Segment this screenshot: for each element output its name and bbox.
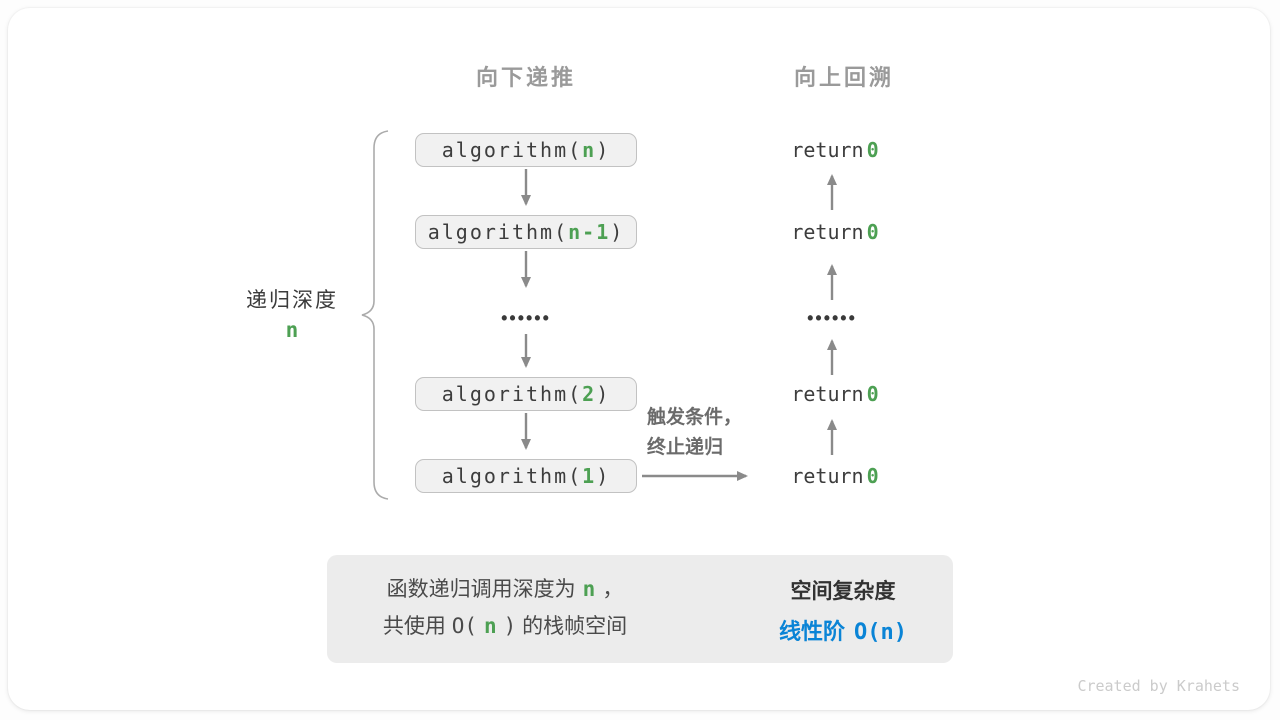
watermark-credit: Created by Krahets bbox=[1077, 677, 1240, 695]
call-arg: 2 bbox=[582, 382, 597, 406]
call-arg: n bbox=[582, 138, 597, 162]
header-recurse-down: 向下递推 bbox=[475, 65, 576, 90]
call-close: ) bbox=[596, 138, 611, 162]
call-box-n: algorithm(n) bbox=[415, 133, 637, 167]
call-text: algorithm( bbox=[441, 464, 583, 488]
big-o-open: O( bbox=[451, 614, 477, 638]
call-close: ) bbox=[596, 382, 611, 406]
complexity-big-o: O(n) bbox=[854, 620, 907, 645]
call-text: algorithm( bbox=[441, 138, 583, 162]
return-keyword: return bbox=[791, 382, 864, 406]
depth-label: 递归深度 bbox=[246, 289, 338, 312]
summary-text: 共使用 bbox=[382, 615, 452, 638]
call-text: algorithm( bbox=[427, 220, 569, 244]
depth-variable: n bbox=[285, 318, 299, 342]
return-keyword: return bbox=[791, 220, 864, 244]
depth-brace bbox=[361, 130, 389, 500]
summary-text: ， bbox=[602, 578, 624, 601]
base-case-note-line2: 终止递归 bbox=[647, 437, 724, 458]
call-close: ) bbox=[596, 464, 611, 488]
summary-var: n bbox=[483, 614, 497, 638]
return-value: 0 bbox=[866, 138, 879, 162]
base-case-note: 触发条件， 终止递归 bbox=[647, 403, 767, 463]
space-complexity-result: 线性阶 O(n) bbox=[738, 614, 948, 646]
summary-text: 函数递归调用深度为 bbox=[386, 578, 576, 601]
summary-line1: 函数递归调用深度为 n ， bbox=[340, 571, 670, 608]
call-text: algorithm( bbox=[441, 382, 583, 406]
base-case-note-line1: 触发条件， bbox=[647, 407, 743, 428]
ellipsis-right: •••••• bbox=[807, 308, 857, 328]
return-keyword: return bbox=[791, 138, 864, 162]
summary-text: 的栈帧空间 bbox=[516, 615, 628, 638]
call-arg: n-1 bbox=[568, 220, 611, 244]
complexity-order-label: 线性阶 bbox=[779, 619, 846, 644]
return-value: 0 bbox=[866, 220, 879, 244]
space-complexity-title: 空间复杂度 bbox=[790, 580, 896, 603]
header-backtrack-up: 向上回溯 bbox=[793, 65, 894, 90]
call-close: ) bbox=[610, 220, 625, 244]
return-value: 0 bbox=[866, 382, 879, 406]
call-box-1: algorithm(1) bbox=[415, 459, 637, 493]
summary-panel bbox=[327, 555, 953, 663]
return-value: 0 bbox=[866, 464, 879, 488]
summary-var: n bbox=[582, 577, 596, 601]
call-box-n-1: algorithm(n-1) bbox=[415, 215, 637, 249]
return-keyword: return bbox=[791, 464, 864, 488]
big-o-close: ) bbox=[503, 614, 517, 638]
ellipsis-left: •••••• bbox=[501, 308, 551, 328]
call-box-2: algorithm(2) bbox=[415, 377, 637, 411]
summary-line2: 共使用 O(n) 的栈帧空间 bbox=[340, 608, 670, 645]
call-arg: 1 bbox=[582, 464, 597, 488]
